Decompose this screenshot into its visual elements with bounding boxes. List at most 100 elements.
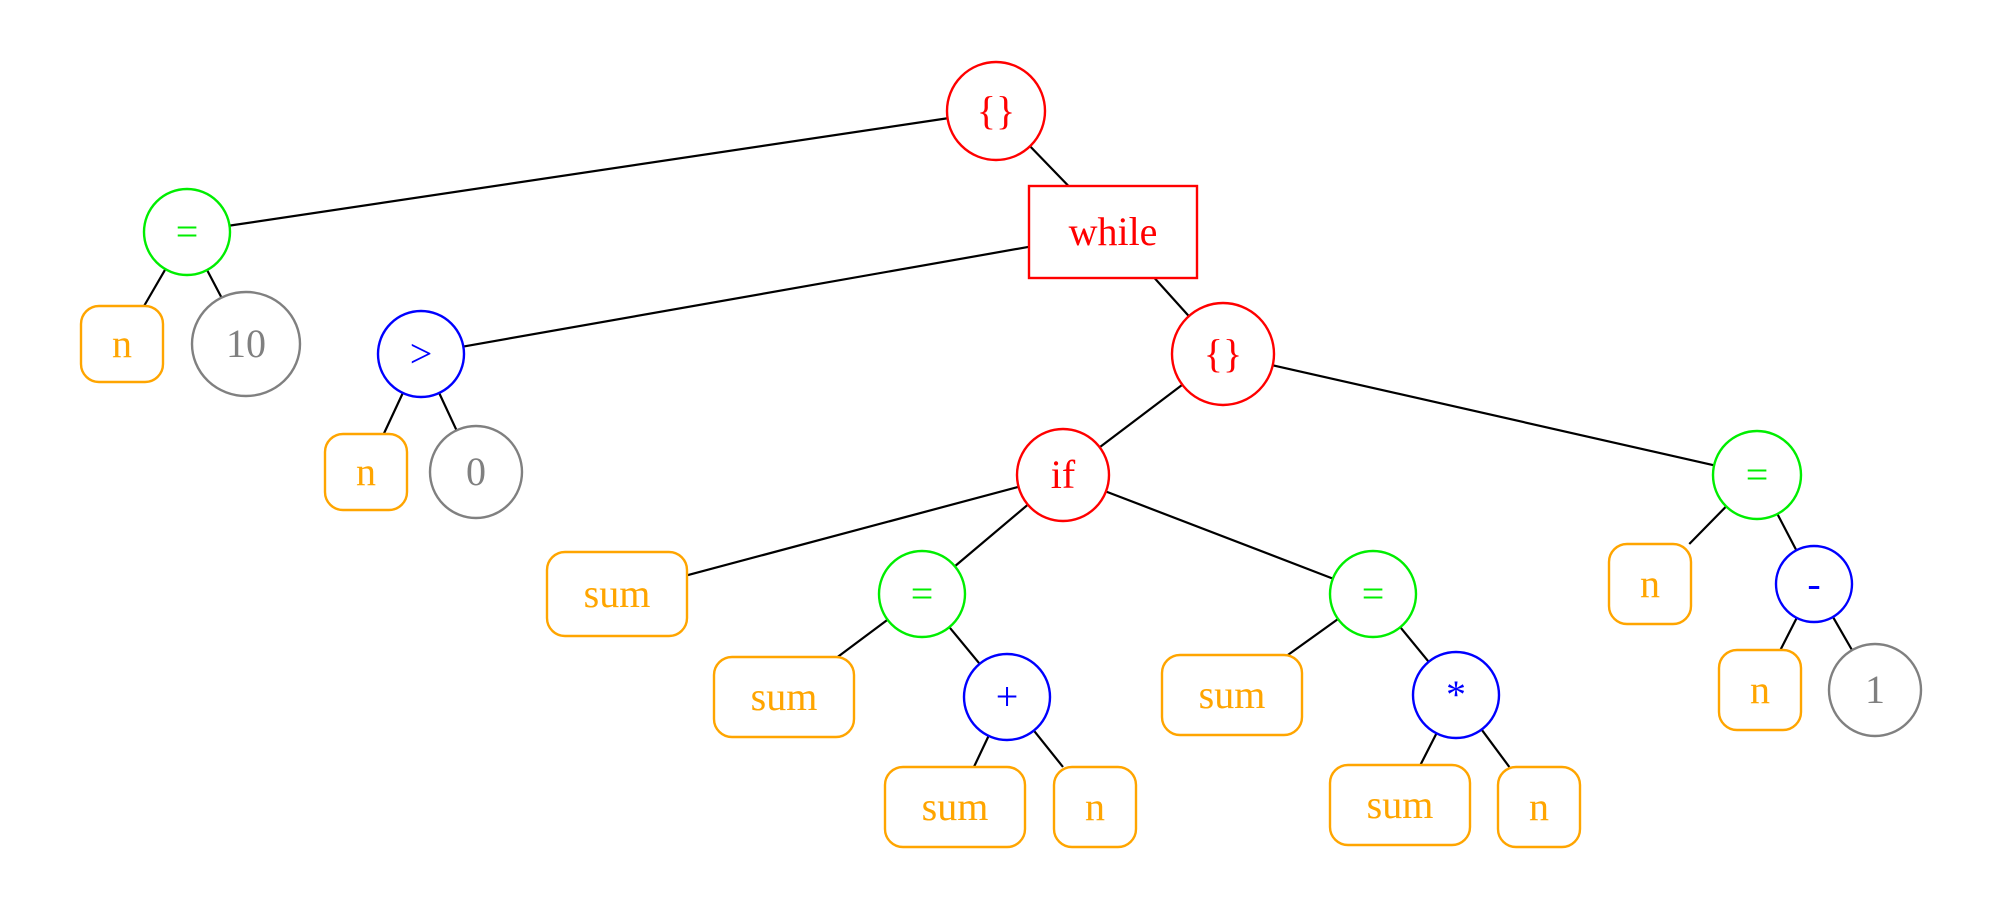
node-shape-circle — [1328, 549, 1418, 639]
tree-edge-asg3-sum4 — [1287, 618, 1339, 656]
node-label: 1 — [1865, 667, 1885, 712]
node-shape-roundrect — [1717, 648, 1803, 732]
tree-edge-asg1-c10 — [206, 269, 223, 299]
tree-node-c0: 0 — [428, 424, 524, 520]
node-shape-roundrect — [883, 765, 1027, 849]
node-label: + — [996, 674, 1019, 719]
node-shape-circle — [428, 424, 524, 520]
node-shape-circle — [1411, 650, 1501, 740]
tree-edge-asg2-sum2 — [836, 618, 889, 658]
node-shape-roundrect — [712, 655, 856, 739]
tree-edge-minus-c1 — [1832, 616, 1854, 651]
node-label: n — [1640, 561, 1660, 606]
node-label: sum — [584, 571, 651, 616]
node-shape-roundrect — [323, 432, 409, 512]
node-shape-circle — [376, 309, 466, 399]
tree-node-sum5: sum — [1328, 763, 1472, 847]
tree-node-block2: {} — [1170, 301, 1276, 407]
tree-edge-asg3-mul — [1399, 626, 1430, 663]
tree-node-n5: n — [1607, 542, 1693, 626]
tree-node-sum3: sum — [883, 765, 1027, 849]
tree-edge-while-gt — [463, 245, 1030, 348]
node-shape-rect — [1027, 184, 1199, 280]
tree-edge-gt-n2 — [382, 392, 404, 435]
tree-edge-asg4-n5 — [1688, 505, 1727, 545]
edges-layer — [143, 117, 1854, 768]
tree-edge-gt-c0 — [438, 392, 458, 431]
node-shape-circle — [1711, 429, 1803, 521]
node-shape-circle — [1170, 301, 1276, 407]
node-label: = — [176, 209, 199, 254]
tree-node-minus: - — [1774, 544, 1854, 624]
node-shape-circle — [877, 549, 967, 639]
tree-node-n4: n — [1496, 765, 1582, 849]
tree-node-n1: n — [79, 304, 165, 384]
node-label: n — [1750, 667, 1770, 712]
node-label: n — [1529, 784, 1549, 829]
tree-node-asg2: = — [877, 549, 967, 639]
tree-edge-asg4-minus — [1776, 513, 1798, 551]
tree-edge-plus-sum3 — [972, 735, 990, 768]
node-label: n — [112, 321, 132, 366]
tree-edge-while-block2 — [1153, 277, 1190, 317]
node-shape-circle — [1774, 544, 1854, 624]
node-shape-circle — [962, 652, 1052, 742]
tree-edge-if-asg3 — [1105, 490, 1334, 580]
tree-edge-if-asg2 — [954, 503, 1029, 568]
tree-node-mul: * — [1411, 650, 1501, 740]
tree-edge-plus-n3 — [1033, 729, 1064, 768]
node-shape-roundrect — [1607, 542, 1693, 626]
tree-edge-root-while — [1029, 145, 1070, 187]
node-label: sum — [1367, 782, 1434, 827]
node-label: 10 — [226, 321, 266, 366]
tree-node-asg1: = — [142, 187, 232, 277]
node-label: if — [1051, 452, 1076, 497]
node-label: {} — [977, 88, 1015, 133]
node-label: n — [1085, 784, 1105, 829]
tree-edge-asg1-n1 — [143, 268, 167, 307]
tree-node-c10: 10 — [190, 290, 302, 398]
tree-edge-asg2-plus — [948, 626, 981, 665]
node-shape-circle — [142, 187, 232, 277]
node-shape-circle — [945, 60, 1047, 162]
tree-edge-mul-n4 — [1480, 728, 1511, 768]
tree-node-asg3: = — [1328, 549, 1418, 639]
node-label: n — [356, 449, 376, 494]
node-label: > — [410, 331, 433, 376]
tree-node-n3: n — [1052, 765, 1138, 849]
tree-node-n2: n — [323, 432, 409, 512]
tree-node-c1: 1 — [1827, 642, 1923, 738]
node-shape-roundrect — [545, 550, 689, 638]
tree-node-if: if — [1015, 427, 1111, 523]
node-shape-circle — [1827, 642, 1923, 738]
node-label: = — [911, 571, 934, 616]
node-label: sum — [751, 674, 818, 719]
node-label: while — [1069, 209, 1158, 254]
tree-edge-block2-if — [1099, 383, 1183, 449]
node-label: sum — [922, 784, 989, 829]
node-label: 0 — [466, 449, 486, 494]
node-shape-roundrect — [1328, 763, 1472, 847]
tree-edge-root-asg1 — [229, 117, 948, 227]
node-label: = — [1362, 571, 1385, 616]
tree-node-root: {} — [945, 60, 1047, 162]
tree-edge-block2-asg4 — [1272, 364, 1715, 467]
node-label: = — [1746, 452, 1769, 497]
tree-node-sum2: sum — [712, 655, 856, 739]
tree-edge-minus-n6 — [1779, 617, 1798, 651]
node-shape-circle — [1015, 427, 1111, 523]
tree-edge-mul-sum5 — [1419, 732, 1438, 766]
node-shape-circle — [190, 290, 302, 398]
node-shape-roundrect — [79, 304, 165, 384]
tree-node-sum4: sum — [1160, 653, 1304, 737]
tree-node-asg4: = — [1711, 429, 1803, 521]
tree-node-plus: + — [962, 652, 1052, 742]
node-label: - — [1807, 561, 1820, 606]
node-shape-roundrect — [1052, 765, 1138, 849]
tree-edge-if-sum1 — [686, 485, 1019, 577]
node-shape-roundrect — [1160, 653, 1304, 737]
node-label: sum — [1199, 672, 1266, 717]
tree-node-gt: > — [376, 309, 466, 399]
node-label: {} — [1204, 331, 1242, 376]
